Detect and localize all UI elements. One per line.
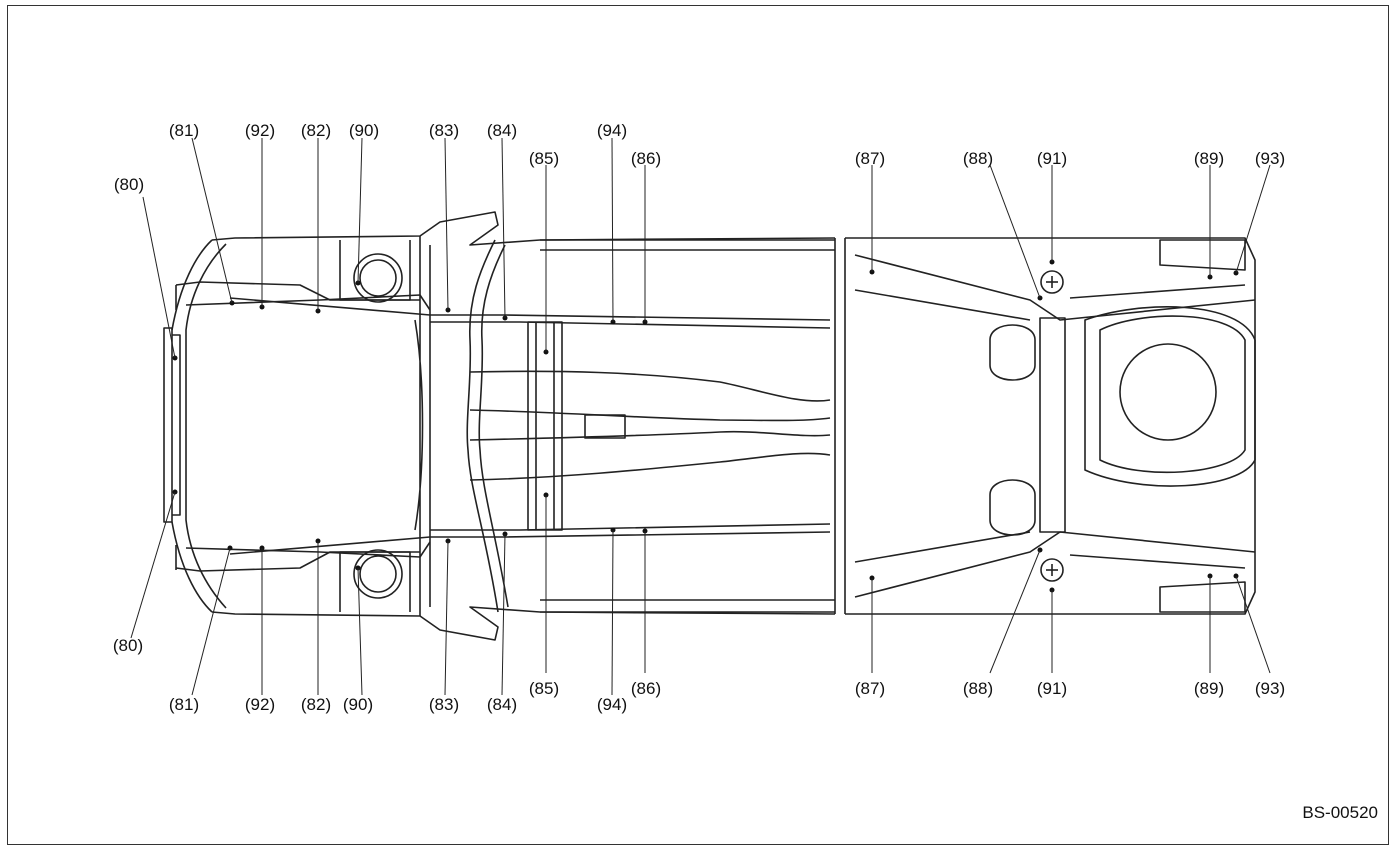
label-89-bottom: (89)	[1193, 679, 1225, 698]
label-93-top: (93)	[1254, 149, 1286, 168]
label-91-top: (91)	[1036, 149, 1068, 168]
label-90-bottom: (90)	[342, 695, 374, 714]
label-94-bottom: (94)	[596, 695, 628, 714]
label-87-bottom: (87)	[854, 679, 886, 698]
label-87-top: (87)	[854, 149, 886, 168]
figure-code: BS-00520	[1302, 803, 1378, 822]
front-strut-tower-right	[359, 555, 397, 593]
front-bumper-beam	[163, 327, 173, 523]
rear-cross-member	[1039, 317, 1066, 533]
label-91-bottom: (91)	[1036, 679, 1068, 698]
label-84-top: (84)	[486, 121, 518, 140]
label-92-top: (92)	[244, 121, 276, 140]
label-92-bottom: (92)	[244, 695, 276, 714]
label-88-top: (88)	[962, 149, 994, 168]
label-82-top: (82)	[300, 121, 332, 140]
label-89-top: (89)	[1193, 149, 1225, 168]
label-85-bottom: (85)	[528, 679, 560, 698]
label-82-bottom: (82)	[300, 695, 332, 714]
label-94-top: (94)	[596, 121, 628, 140]
label-83-top: (83)	[428, 121, 460, 140]
front-strut-tower-left	[359, 259, 397, 297]
cross-member	[527, 321, 563, 531]
spare-tire-well	[1119, 343, 1217, 441]
label-84-bottom: (84)	[486, 695, 518, 714]
label-86-top: (86)	[630, 149, 662, 168]
label-80-bottom: (80)	[112, 636, 144, 655]
label-93-bottom: (93)	[1254, 679, 1286, 698]
label-86-bottom: (86)	[630, 679, 662, 698]
label-90-top: (90)	[348, 121, 380, 140]
label-88-bottom: (88)	[962, 679, 994, 698]
label-83-bottom: (83)	[428, 695, 460, 714]
label-80-top: (80)	[113, 175, 145, 194]
label-81-top: (81)	[168, 121, 200, 140]
label-85-top: (85)	[528, 149, 560, 168]
label-81-bottom: (81)	[168, 695, 200, 714]
